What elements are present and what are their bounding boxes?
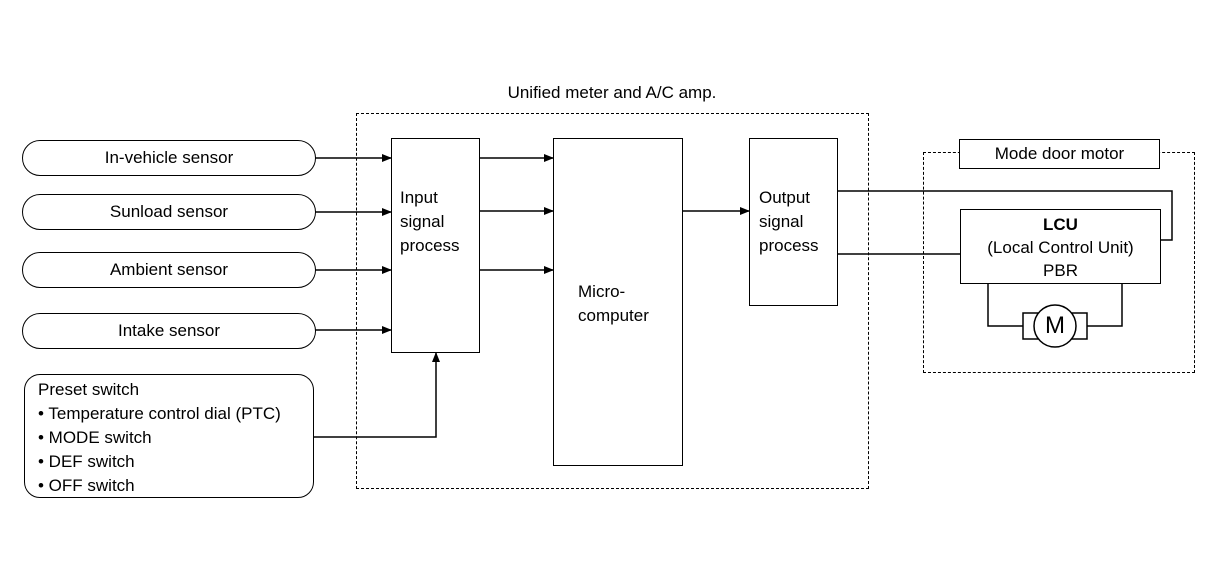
input-line-2: signal	[400, 212, 445, 231]
output-signal-process-block	[749, 138, 838, 306]
microcomputer-block	[553, 138, 683, 466]
wire-output-lcu-top	[838, 190, 1173, 241]
lcu-subtitle: (Local Control Unit)	[987, 238, 1134, 257]
preset-switch-box	[24, 374, 314, 498]
output-line-1: Output	[759, 188, 811, 207]
sensor-label: Intake sensor	[117, 321, 221, 340]
lcu-title: LCU	[1043, 215, 1078, 234]
input-signal-process-block	[391, 138, 480, 353]
lcu-block	[960, 209, 1161, 284]
wire-lcu-motor-left	[987, 284, 1023, 327]
mode-door-motor-label: Mode door motor	[994, 144, 1125, 163]
output-line-2: signal	[759, 212, 804, 231]
amp-enclosure	[356, 113, 869, 489]
sensor-intake: Intake sensor	[22, 313, 316, 349]
preset-switch-title: Preset switch	[38, 380, 140, 399]
preset-item-mode: • MODE switch	[38, 428, 152, 447]
arrow-preset	[313, 352, 440, 438]
output-line-3: process	[759, 236, 819, 255]
sensor-sunload: Sunload sensor	[22, 194, 316, 230]
wire-lcu-motor-right	[1087, 284, 1123, 327]
preset-item-def: • DEF switch	[38, 452, 135, 471]
input-line-1: Input	[400, 188, 438, 207]
micro-line-1: Micro-	[578, 282, 626, 301]
sensor-in-vehicle: In-vehicle sensor	[22, 140, 316, 176]
input-line-3: process	[400, 236, 460, 255]
preset-item-ptc: • Temperature control dial (PTC)	[38, 404, 281, 423]
preset-item-off: • OFF switch	[38, 476, 135, 495]
sensor-ambient: Ambient sensor	[22, 252, 316, 288]
lcu-pbr: PBR	[1043, 261, 1078, 280]
motor-icon: M	[1045, 312, 1065, 339]
mode-door-motor-label-box: Mode door motor	[959, 139, 1160, 169]
sensor-label: Ambient sensor	[109, 260, 229, 279]
amp-label: Unified meter and A/C amp.	[507, 83, 717, 102]
sensor-label: Sunload sensor	[109, 202, 229, 221]
motor-circle	[1033, 304, 1077, 348]
micro-line-2: computer	[578, 306, 649, 325]
sensor-label: In-vehicle sensor	[104, 148, 234, 167]
